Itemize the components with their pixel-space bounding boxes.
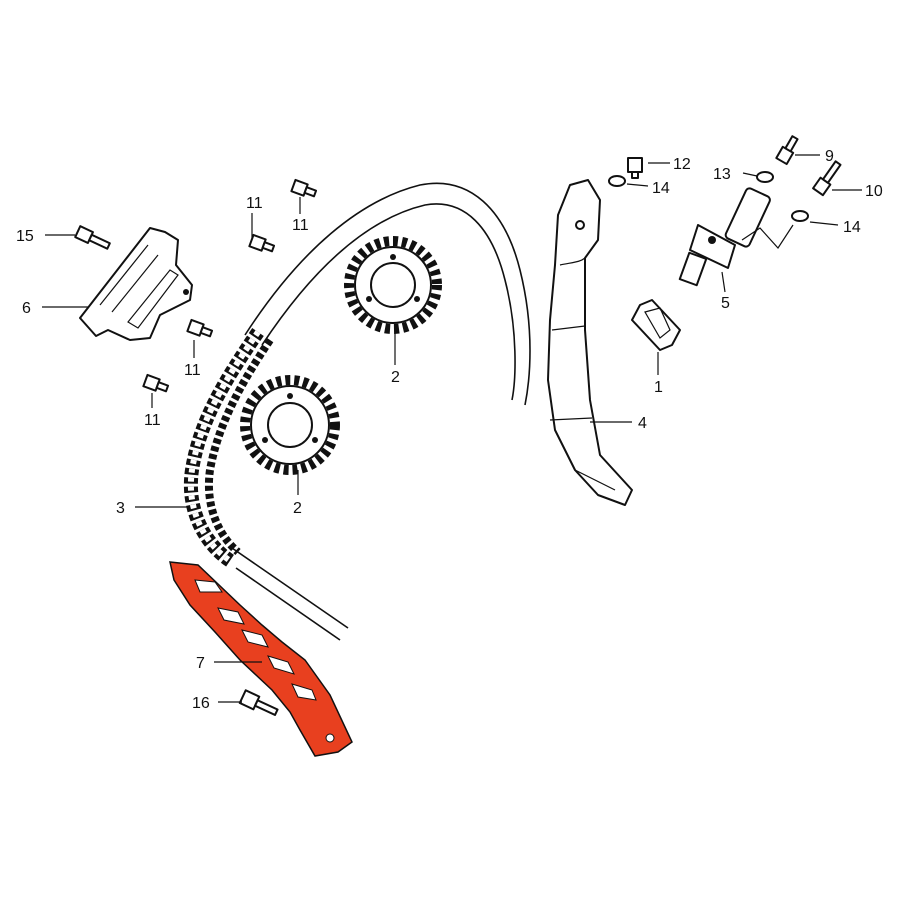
cam-sprocket-upper [344, 236, 442, 334]
washer-13 [756, 171, 774, 183]
cam-sprocket-lower [240, 375, 340, 475]
callout-10: 10 [865, 183, 883, 200]
callout-3: 3 [116, 500, 125, 517]
callout-4: 4 [638, 415, 647, 432]
bolt-10 [812, 160, 842, 197]
guide-highlight-shape [169, 561, 353, 757]
callout-6: 6 [22, 300, 31, 317]
bolt-11-b [290, 178, 318, 198]
chain-guide-lower-highlighted [169, 561, 353, 757]
chain-guide-upper [79, 227, 193, 341]
callout-2-lower: 2 [293, 500, 302, 517]
callout-2-upper: 2 [391, 369, 400, 386]
tensioner-gasket [631, 299, 681, 351]
cam-chain-loop [231, 182, 531, 641]
callout-15: 15 [16, 228, 34, 245]
callout-7: 7 [196, 655, 205, 672]
callout-14-upper: 14 [652, 180, 670, 197]
callout-16: 16 [192, 695, 210, 712]
leader-lines [42, 154, 862, 703]
callout-5: 5 [721, 295, 730, 312]
bolt-15 [74, 225, 111, 250]
tensioner-lifter [678, 187, 771, 287]
callout-11-a: 11 [246, 195, 263, 212]
bolt-11-d [142, 373, 170, 393]
washer-14-b [791, 210, 809, 222]
callout-11-d: 11 [144, 412, 161, 429]
bolt-12 [627, 157, 643, 179]
bolt-16 [238, 689, 279, 716]
bolt-9 [775, 135, 799, 166]
callout-11-c: 11 [184, 362, 201, 379]
bolt-11-a [248, 233, 276, 253]
callout-11-b: 11 [292, 217, 309, 234]
callout-9: 9 [825, 148, 834, 165]
callout-labels: 1 2 2 3 4 5 6 7 9 10 11 11 11 11 12 13 1… [16, 148, 883, 712]
callout-1: 1 [654, 379, 663, 396]
callout-13: 13 [713, 166, 731, 183]
bolt-11-c [186, 318, 214, 338]
washer-14-a [608, 175, 626, 187]
cam-chain [183, 328, 274, 568]
callout-12: 12 [673, 156, 691, 173]
callout-14-right: 14 [843, 219, 861, 236]
chain-tensioner-arm [547, 179, 633, 506]
